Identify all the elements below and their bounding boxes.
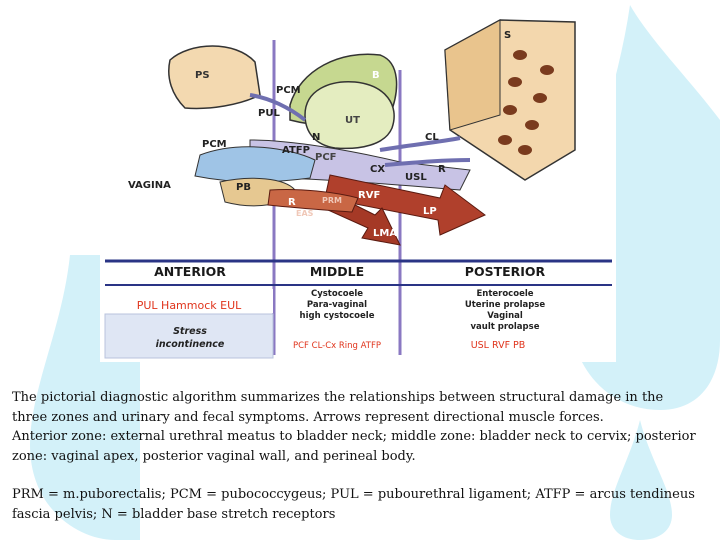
- label-cl: CL: [425, 132, 439, 143]
- sacrum-foramina: [498, 50, 554, 155]
- anterior-symptom-line2: incontinence: [156, 339, 225, 350]
- label-pcf: PCF: [315, 152, 337, 163]
- caption-paragraph-2: Anterior zone: external urethral meatus …: [12, 429, 696, 464]
- label-pcm-lower: PCM: [202, 139, 227, 150]
- droplet-right-bottom: [610, 420, 672, 540]
- label-cx: CX: [370, 164, 385, 175]
- label-n: N: [312, 132, 320, 143]
- prm-band: [267, 188, 359, 213]
- label-vagina: VAGINA: [128, 180, 171, 191]
- anterior-symptom-line1: Stress: [173, 326, 207, 337]
- label-rvf: RVF: [358, 190, 380, 201]
- label-ut: UT: [345, 115, 360, 126]
- uterus: [304, 81, 395, 150]
- pubic-symphysis: [168, 45, 261, 110]
- posterior-structures-bg: [402, 336, 608, 356]
- pelvic-floor-diagram: PS PCM PUL B UT S N PCM ATFP PCF CL CX U…: [100, 0, 616, 362]
- zone-header-posterior: POSTERIOR: [465, 264, 546, 279]
- label-pul: PUL: [258, 108, 280, 119]
- posterior-line1: Enterocoele: [476, 289, 533, 299]
- posterior-structures: USL RVF PB: [471, 340, 526, 351]
- label-usl: USL: [405, 172, 427, 183]
- middle-structures: PCF CL-Cx Ring ATFP: [293, 341, 381, 351]
- figure-caption: The pictorial diagnostic algorithm summa…: [12, 388, 702, 524]
- zone-header-anterior: ANTERIOR: [154, 264, 226, 279]
- posterior-line3: Vaginal: [487, 311, 523, 321]
- sacrum-face: [444, 19, 501, 131]
- label-b: B: [372, 70, 380, 81]
- label-pb: PB: [236, 182, 251, 193]
- structure-labels: PS PCM PUL B UT S N PCM ATFP PCF CL CX U…: [128, 30, 511, 239]
- label-r-lower: R: [288, 197, 296, 208]
- label-lma: LMA: [373, 228, 397, 239]
- middle-line3: high cystocoele: [300, 311, 375, 321]
- middle-structures-bg: [276, 336, 398, 356]
- label-eas: EAS: [296, 209, 314, 218]
- zone-table: [104, 259, 612, 359]
- anterior-structures-bg: [105, 289, 273, 313]
- caption-abbreviations: PRM = m.puborectalis; PCM = pubococcygeu…: [12, 487, 695, 522]
- middle-line2: Para-vaginal: [307, 300, 367, 310]
- ligament-lines: [249, 93, 471, 167]
- posterior-line2: Uterine prolapse: [465, 300, 546, 310]
- label-ps: PS: [195, 70, 210, 81]
- label-atfp: ATFP: [282, 145, 310, 156]
- caption-paragraph-1: The pictorial diagnostic algorithm summa…: [12, 390, 664, 425]
- anterior-symptom-box: [104, 313, 274, 359]
- anterior-structures: PUL Hammock EUL: [137, 299, 242, 312]
- zone-table-text: ANTERIOR MIDDLE POSTERIOR PUL Hammock EU…: [137, 264, 546, 351]
- label-pcm-upper: PCM: [276, 85, 301, 96]
- label-r-right: R: [438, 164, 446, 175]
- posterior-line4: vault prolapse: [471, 322, 540, 332]
- middle-line1: Cystocoele: [311, 289, 363, 299]
- zone-header-middle: MIDDLE: [310, 264, 364, 279]
- label-lp: LP: [423, 206, 437, 217]
- label-s: S: [504, 30, 511, 41]
- label-prm: PRM: [322, 196, 342, 205]
